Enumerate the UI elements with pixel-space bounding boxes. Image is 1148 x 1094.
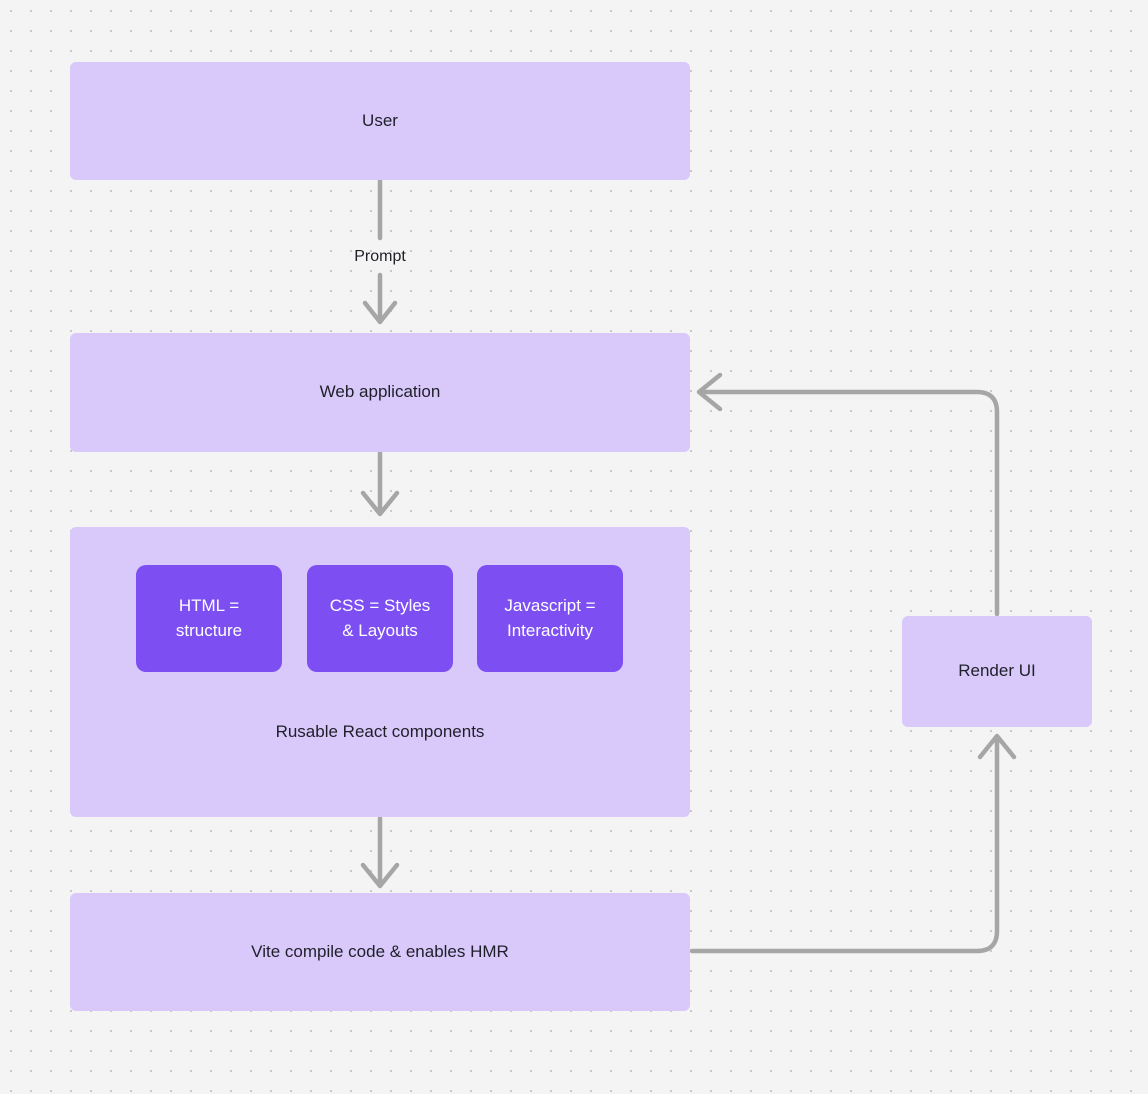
chip-css[interactable]: CSS = Styles & Layouts	[307, 565, 453, 672]
node-user[interactable]: User	[70, 62, 690, 180]
edge-vite-to-render-ui	[689, 733, 1017, 954]
node-components-group[interactable]: HTML = structure CSS = Styles & Layouts …	[70, 527, 690, 817]
node-web-application-label: Web application	[319, 382, 441, 402]
edge-render-ui-to-web-application	[696, 372, 1000, 617]
chip-javascript[interactable]: Javascript = Interactivity	[477, 565, 623, 672]
node-user-label: User	[362, 110, 398, 130]
chip-css-line1: CSS = Styles	[329, 595, 431, 615]
chip-html-line1: HTML =	[178, 595, 240, 615]
edge-web-application-to-components	[360, 449, 400, 517]
chip-javascript-line2: Interactivity	[507, 620, 593, 640]
chip-css-label: CSS = Styles & Layouts	[322, 594, 439, 643]
node-web-application[interactable]: Web application	[70, 333, 690, 452]
chip-html-label: HTML = structure	[168, 594, 250, 643]
node-vite[interactable]: Vite compile code & enables HMR	[70, 893, 690, 1011]
chip-html[interactable]: HTML = structure	[136, 565, 282, 672]
edge-components-to-vite	[360, 815, 400, 889]
chip-javascript-line1: Javascript =	[504, 595, 596, 615]
chip-javascript-label: Javascript = Interactivity	[496, 594, 603, 643]
node-vite-label: Vite compile code & enables HMR	[251, 941, 509, 961]
node-render-ui[interactable]: Render UI	[902, 616, 1092, 727]
chip-html-line2: structure	[175, 620, 243, 640]
node-render-ui-label: Render UI	[958, 661, 1036, 681]
chip-css-line2: & Layouts	[342, 620, 418, 640]
node-components-group-label: Rusable React components	[275, 722, 485, 741]
edge-label-prompt: Prompt	[354, 248, 406, 265]
